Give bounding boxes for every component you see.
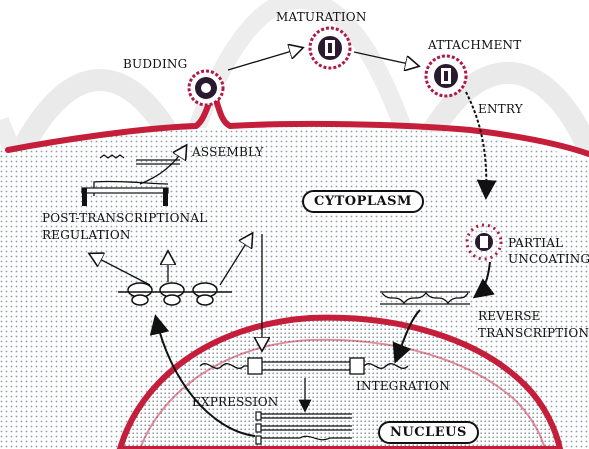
label-attachment: ATTACHMENT [428,38,521,52]
virion-budding [189,71,223,105]
label-transcription: TRANSCRIPTION [478,326,589,340]
label-cytoplasm: CYTOPLASM [302,190,424,213]
label-budding: BUDDING [123,57,187,71]
label-entry: ENTRY [478,102,523,116]
label-post-transcriptional: POST-TRANSCRIPTIONAL [42,211,207,225]
label-nucleus: NUCLEUS [378,421,479,444]
label-assembly: ASSEMBLY [192,145,264,159]
label-reverse: REVERSE [478,309,541,323]
label-maturation: MATURATION [276,10,367,24]
label-regulation: REGULATION [42,228,131,242]
label-uncoating: UNCOATING [508,252,589,266]
label-partial: PARTIAL [508,236,563,250]
virion-attachment [426,56,466,96]
virion-mature [310,28,350,68]
label-expression: EXPRESSION [192,395,278,409]
label-integration: INTEGRATION [356,379,450,393]
